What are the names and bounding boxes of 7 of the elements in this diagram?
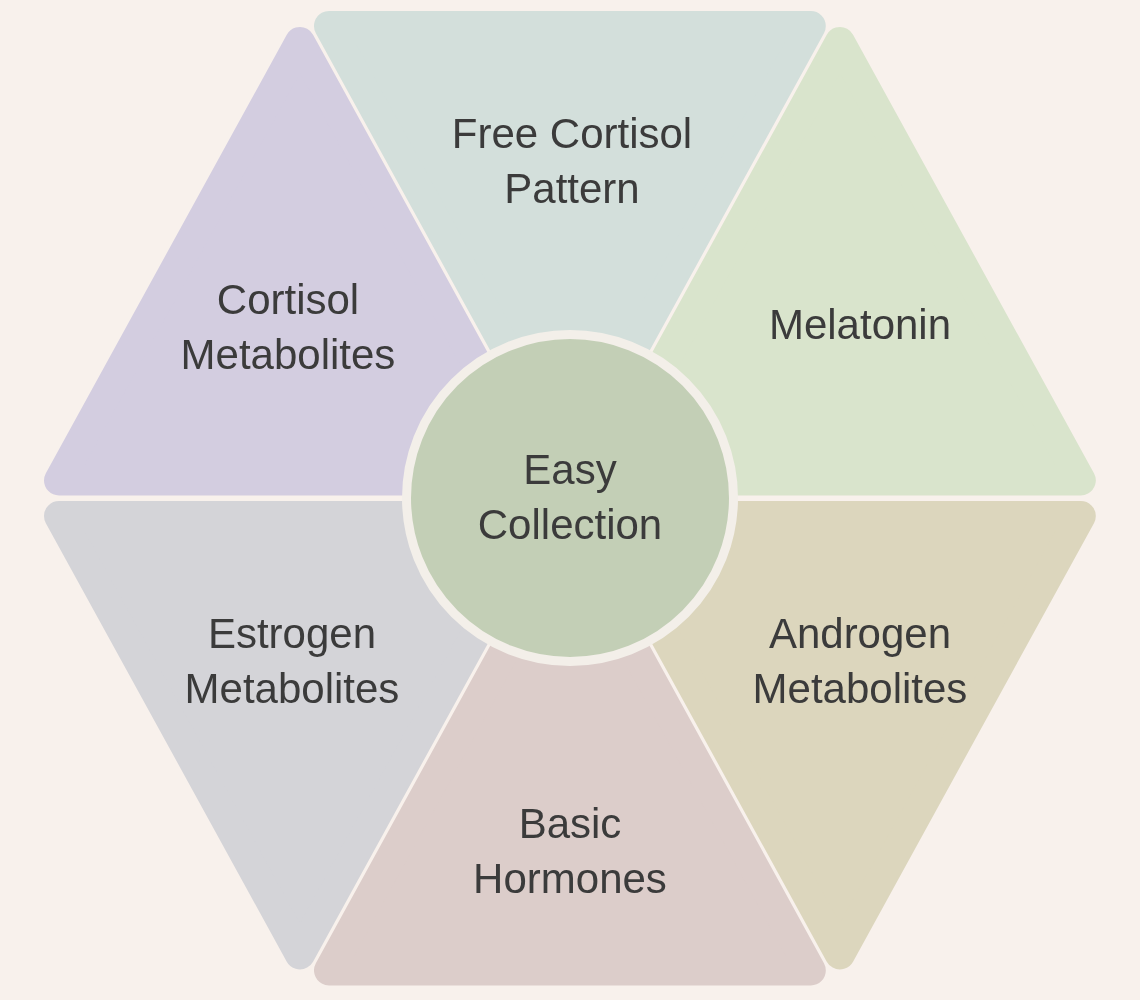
segment-label: Cortisol Metabolites (179, 275, 397, 380)
segment-label: Androgen Metabolites (751, 609, 969, 714)
segment-label: Estrogen Metabolites (183, 609, 401, 714)
center-label: Easy Collection (476, 445, 664, 550)
segment-label: Melatonin (767, 299, 953, 350)
segment-label: Free Cortisol Pattern (450, 109, 694, 214)
segment-label: Basic Hormones (472, 799, 668, 904)
